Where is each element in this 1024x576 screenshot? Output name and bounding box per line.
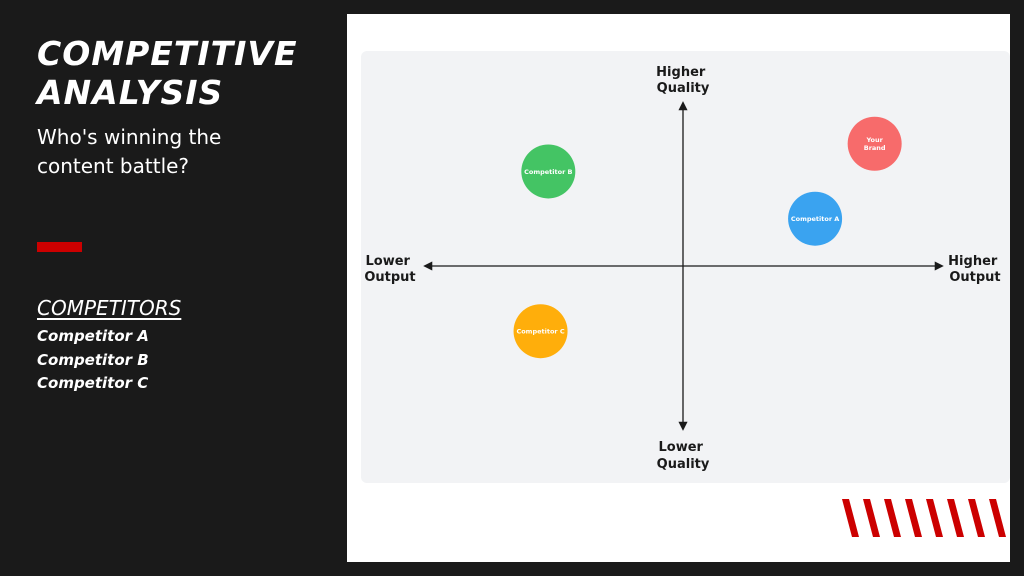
competitor-list-item: Competitor A [37, 327, 149, 345]
accent-bar [37, 242, 82, 252]
left-panel: COMPETITIVE ANALYSIS Who's winning the c… [0, 0, 346, 576]
bubble-competitor-a: Competitor A [788, 191, 843, 246]
bubble-circle [513, 304, 568, 359]
axis-label-right: Higher Output [948, 254, 1002, 285]
stripe [968, 499, 985, 537]
positioning-matrix: Higher Quality Lower Quality Lower Outpu… [361, 51, 1010, 483]
matrix-panel: Higher Quality Lower Quality Lower Outpu… [347, 14, 1010, 562]
bubble-label: Competitor C [516, 328, 564, 336]
axis-label-left: Lower Output [364, 254, 415, 285]
slide-title: COMPETITIVE ANALYSIS [37, 34, 298, 112]
axis-label-top: Higher Quality [656, 65, 710, 96]
stripe [863, 499, 880, 537]
stripe [947, 499, 964, 537]
bubble-circle [521, 144, 576, 199]
stripe [905, 499, 922, 537]
stripe [926, 499, 943, 537]
bubble-circle [847, 116, 902, 171]
bubble-label-line: Brand [864, 144, 886, 152]
competitor-list: Competitor A Competitor B Competitor C [37, 325, 149, 396]
bubble-label-line: Competitor A [791, 215, 839, 223]
competitors-heading: COMPETITORS [37, 296, 182, 320]
stripe [842, 499, 859, 537]
stripe [989, 499, 1006, 537]
slide-subtitle: Who's winning the content battle? [37, 123, 221, 181]
bubble-label-line: Competitor C [516, 328, 564, 336]
bubble-label: Competitor A [791, 215, 839, 223]
bubble-circle [788, 191, 843, 246]
slide-subtitle-line-2: content battle? [37, 154, 190, 178]
slide-subtitle-line-1: Who's winning the [37, 125, 222, 149]
slide-title-line-2: ANALYSIS [37, 73, 224, 112]
slide-title-line-1: COMPETITIVE [37, 34, 298, 73]
stripe [884, 499, 901, 537]
decorative-stripes [842, 499, 1006, 537]
bubble-label-line: Your [865, 136, 883, 144]
positioning-matrix-chart: Higher Quality Lower Quality Lower Outpu… [364, 65, 1002, 472]
competitor-list-item: Competitor B [37, 350, 149, 369]
competitor-list-item: Competitor C [37, 374, 149, 392]
bubble-competitor-c: Competitor C [513, 304, 568, 359]
axis-label-bottom: Lower Quality [657, 440, 710, 472]
bubble-label: Competitor B [524, 168, 572, 176]
bubble-label-line: Competitor B [524, 168, 572, 176]
bubble-competitor-b: Competitor B [521, 144, 576, 199]
